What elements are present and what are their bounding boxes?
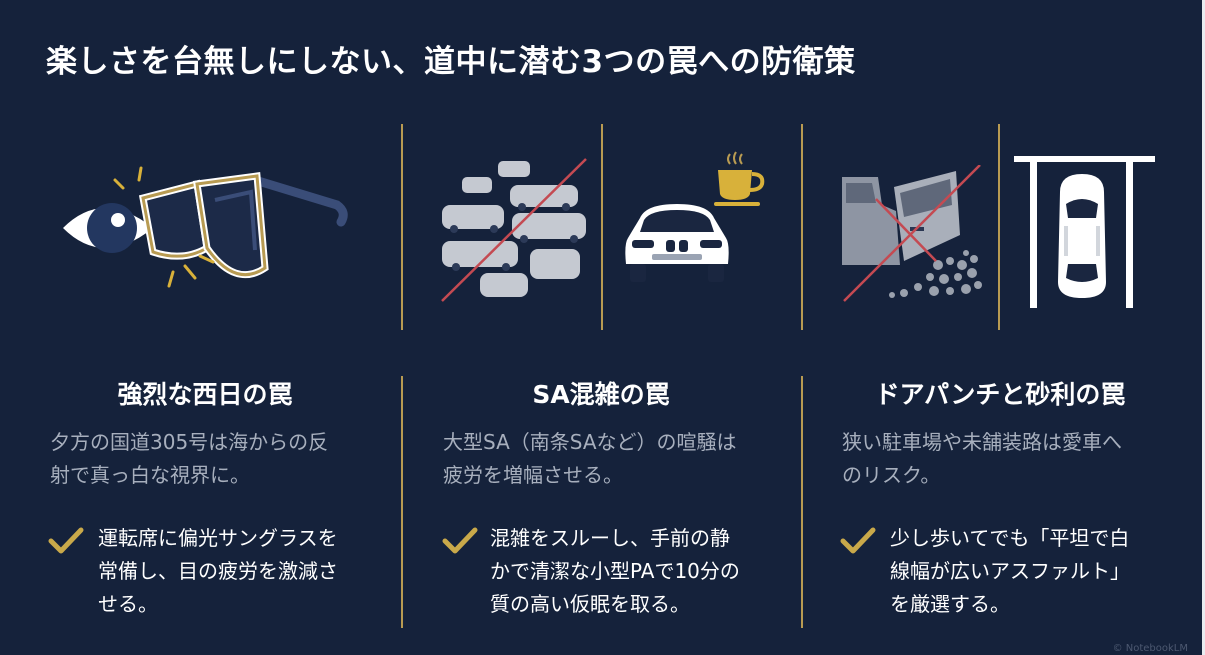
description-line: 射で真っ白な視界に。 [50, 463, 250, 487]
tip-line: 混雑をスルーし、手前の静 [490, 526, 730, 550]
description-line: 大型SA（南条SAなど）の喧騒は [443, 430, 737, 454]
description-line: 夕方の国道305号は海からの反 [50, 430, 329, 454]
tip-line: を厳選する。 [890, 592, 1010, 616]
tip-line: 線幅が広いアスファルト」 [890, 559, 1130, 583]
glare-rays [113, 166, 215, 288]
tip-line: 少し歩いてでも「平坦で白 [890, 526, 1130, 550]
section-tip: 混雑をスルーし、手前の静 かで清潔な小型PAで10分の 質の高い仮眠を取る。 [490, 522, 790, 621]
divider [801, 376, 803, 628]
checkmark-icon [442, 527, 478, 554]
checkmark-icon [840, 527, 876, 554]
car-front-icon [622, 200, 732, 290]
sunglasses-icon [138, 172, 348, 279]
coffee-cup-icon [712, 150, 767, 208]
section-heading: 強烈な西日の罠 [117, 380, 293, 409]
section-tip: 運転席に偏光サングラスを 常備し、目の疲労を激減さ せる。 [98, 522, 398, 621]
divider [401, 376, 403, 628]
section-description: 大型SA（南条SAなど）の喧騒は 疲労を増幅させる。 [443, 426, 773, 492]
description-line: 狭い駐車場や未舗装路は愛車へ [842, 430, 1122, 454]
parking-space-icon [1012, 152, 1157, 312]
tip-line: 質の高い仮眠を取る。 [490, 592, 690, 616]
eye-icon [63, 203, 153, 253]
section-description: 狭い駐車場や未舗装路は愛車へ のリスク。 [842, 426, 1172, 492]
glare-illustration [55, 150, 355, 310]
tip-line: かで清潔な小型PAで10分の [490, 559, 740, 583]
tip-line: 常備し、目の疲労を激減さ [98, 559, 338, 583]
divider [801, 124, 803, 330]
section-tip: 少し歩いてでも「平坦で白 線幅が広いアスファルト」 を厳選する。 [890, 522, 1190, 621]
section-heading: SA混雑の罠 [532, 380, 670, 409]
crowded-cars-icon [440, 155, 590, 305]
page-title: 楽しさを台無しにしない、道中に潜む3つの罠への防衛策 [46, 44, 856, 80]
door-dent-icon [838, 164, 983, 305]
tip-line: せる。 [98, 592, 158, 616]
divider [998, 124, 1000, 330]
tip-line: 運転席に偏光サングラスを [98, 526, 338, 550]
window-edge [1202, 0, 1205, 655]
description-line: のリスク。 [842, 463, 941, 487]
section-description: 夕方の国道305号は海からの反 射で真っ白な視界に。 [50, 426, 380, 492]
footer-credit: © NotebookLM [1112, 643, 1188, 654]
gravel-icon [889, 250, 982, 298]
checkmark-icon [48, 527, 84, 554]
section-heading: ドアパンチと砂利の罠 [874, 380, 1126, 409]
divider [401, 124, 403, 330]
description-line: 疲労を増幅させる。 [443, 463, 623, 487]
divider [601, 124, 603, 330]
